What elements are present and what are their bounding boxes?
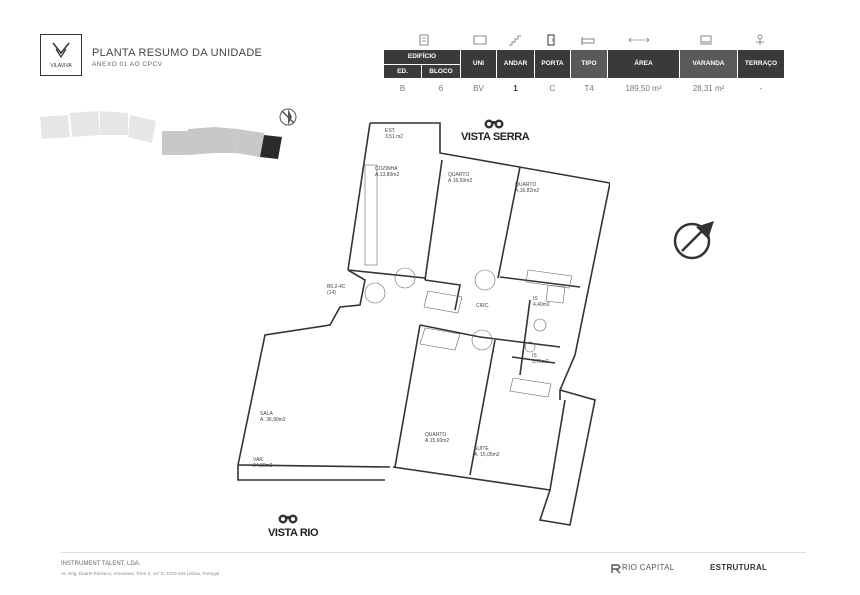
stairs-icon <box>508 33 522 46</box>
room-label: COZINHA <box>375 166 398 172</box>
room-label: IS <box>533 296 538 302</box>
room-area: A.15,60m2 <box>425 438 450 444</box>
value-varanda: 28,31 m² <box>692 84 725 93</box>
col-area: ÁREA <box>608 50 679 78</box>
key-plan <box>38 105 308 165</box>
rio-capital-logo-icon <box>610 562 622 574</box>
room-area: A. 15,05m2 <box>474 452 500 458</box>
room-label: VAR. <box>253 457 265 463</box>
value-bloco: 6 <box>438 84 444 93</box>
col-ed: ED. <box>384 65 421 78</box>
unit-icon <box>473 33 487 45</box>
compass-icon <box>672 215 720 265</box>
balcony-icon <box>699 33 713 45</box>
col-tipo: TIPO <box>571 50 607 78</box>
value-ed: B <box>399 84 406 93</box>
room-label: QUARTO <box>448 172 470 178</box>
binoculars-icon <box>278 511 298 525</box>
footer-address: Av. Eng. Duarte Pacheco, Amoreiras, Torr… <box>61 571 220 576</box>
room-area: 3,75m2 <box>532 359 549 365</box>
room-label: EST. <box>385 128 396 134</box>
room-area: 24,80m2 <box>253 463 273 469</box>
estrutural-brand: ESTRUTURAL <box>710 563 768 572</box>
value-andar: 1 <box>513 84 518 93</box>
terrace-icon <box>754 33 768 45</box>
room-area: A.16,50m2 <box>448 178 473 184</box>
area-measure-icon <box>628 33 650 45</box>
value-terraco: - <box>759 84 763 93</box>
col-andar: ANDAR <box>497 50 534 78</box>
value-area: 189,50 m² <box>625 84 662 93</box>
col-terraco: TERRAÇO <box>738 50 784 78</box>
vista-rio-label: VISTA RIO <box>268 527 319 539</box>
room-area: A.16,82m2 <box>515 188 540 194</box>
room-est: EST.3,51 m2 <box>385 128 403 140</box>
binoculars-icon <box>484 116 504 130</box>
room-label: SUITE <box>474 446 489 452</box>
room-area: 3,51 m2 <box>385 134 404 140</box>
room-varanda: VAR.24,80m2 <box>253 457 272 469</box>
footer-divider <box>61 552 806 553</box>
building-icon <box>418 33 432 46</box>
room-label: QUARTO <box>515 182 537 188</box>
vilaviva-logo: VILAVIVA <box>40 34 82 76</box>
unit-summary-table: EDIFÍCIO ED. BLOCO UNI ANDAR PORTA TIPO … <box>384 34 784 100</box>
unit-code: B6.2-4C(14) <box>327 284 345 296</box>
floor-plan <box>230 115 611 535</box>
rio-capital-brand: RIO CAPITAL <box>622 563 675 572</box>
room-area: A.13,80m2 <box>375 172 400 178</box>
door-icon <box>545 33 559 46</box>
room-circ: CIRC. <box>476 303 490 309</box>
col-bloco: BLOCO <box>422 65 460 78</box>
value-porta: C <box>549 84 556 93</box>
room-area: (14) <box>327 290 336 296</box>
footer-company: INSTRUMENT TALENT, LDA. <box>61 561 141 567</box>
room-label: B6.2-4C <box>327 284 346 290</box>
page-subtitle: ANEXO 01 AO CPCV <box>92 61 163 68</box>
vista-serra-label: VISTA SERRA <box>461 131 530 143</box>
value-uni: BV <box>473 84 484 93</box>
room-label: CIRC. <box>476 303 490 309</box>
col-varanda: VARANDA <box>680 50 737 78</box>
edificio-header: EDIFÍCIO <box>384 50 460 64</box>
room-area: 4,40m2 <box>533 302 550 308</box>
room-label: QUARTO <box>425 432 447 438</box>
room-label: SALA <box>260 411 273 417</box>
room-area: A. 36,90m2 <box>260 417 286 423</box>
bed-icon <box>581 33 595 45</box>
brand-text: VILAVIVA <box>50 63 72 69</box>
page-title: PLANTA RESUMO DA UNIDADE <box>92 47 263 59</box>
col-uni: UNI <box>461 50 496 78</box>
value-tipo: T4 <box>584 84 594 93</box>
col-porta: PORTA <box>535 50 570 78</box>
room-label: IS <box>532 353 537 359</box>
